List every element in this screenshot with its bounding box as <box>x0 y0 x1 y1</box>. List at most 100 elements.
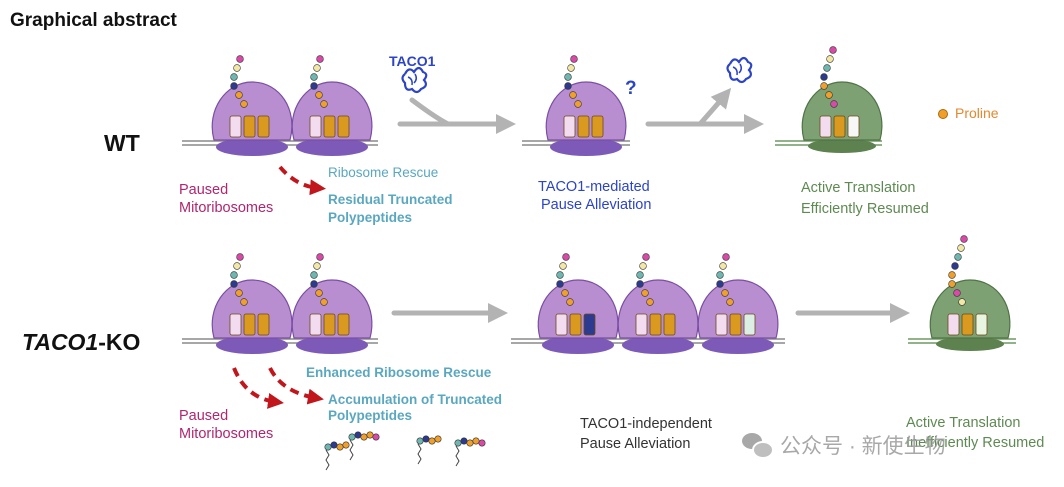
small-subunit <box>550 138 622 156</box>
amino-acid-bead <box>556 271 564 279</box>
taco1-ko-row-label: TACO1-KO <box>22 329 140 355</box>
page-title: Graphical abstract <box>10 10 177 31</box>
wechat-icon <box>742 433 774 459</box>
peptide-tail <box>455 445 460 467</box>
released-taco1-protein <box>726 56 753 84</box>
amino-acid-bead <box>315 91 323 99</box>
amino-acid-bead <box>233 262 241 270</box>
peptide-bead <box>342 441 350 449</box>
amino-acid-bead <box>320 100 328 108</box>
ko-active-label-1: Active Translation <box>906 415 1021 431</box>
taco1-mediated-label-1: TACO1-mediated <box>538 179 650 195</box>
amino-acid-bead <box>566 298 574 306</box>
amino-acid-bead <box>556 280 564 288</box>
trna-slot <box>257 313 270 336</box>
ko-paused-label-2: Mitoribosomes <box>179 426 274 442</box>
trna-slot <box>743 313 756 336</box>
amino-acid-bead <box>636 271 644 279</box>
amino-acid-bead <box>639 262 647 270</box>
peptide-bead <box>416 437 424 445</box>
amino-acid-bead <box>562 253 570 261</box>
amino-acid-bead <box>646 298 654 306</box>
small-subunit <box>936 337 1004 351</box>
small-subunit <box>542 336 614 354</box>
wt-active-label-1: Active Translation <box>801 180 916 196</box>
ribosome <box>291 253 373 354</box>
taco1-label: TACO1 <box>389 53 436 69</box>
amino-acid-bead <box>574 100 582 108</box>
trna-slot <box>975 313 988 336</box>
trna-slot <box>323 313 336 336</box>
peptide-bead <box>360 433 368 441</box>
peptide-tail <box>325 449 330 471</box>
peptide-bead <box>472 437 480 445</box>
question-mark: ? <box>625 78 637 99</box>
trna-slot <box>309 313 322 336</box>
ko-accumulation-label-1: Accumulation of Truncated <box>328 392 503 407</box>
ribosome <box>211 55 293 156</box>
amino-acid-bead <box>716 271 724 279</box>
amino-acid-bead <box>960 235 968 243</box>
protein-detail <box>407 73 418 86</box>
amino-acid-bead <box>641 289 649 297</box>
trna-slot <box>569 313 582 336</box>
trna-slot <box>323 115 336 138</box>
peptide-bead <box>336 443 344 451</box>
ribosome <box>291 55 373 156</box>
peptide-bead <box>478 439 486 447</box>
amino-acid-bead <box>240 298 248 306</box>
amino-acid-bead <box>957 244 965 252</box>
amino-acid-bead <box>564 82 572 90</box>
trna-slot <box>635 313 648 336</box>
trna-slot <box>591 115 604 138</box>
proline-legend-dot <box>938 109 948 119</box>
wt-rescue-arrow <box>278 165 326 196</box>
amino-acid-bead <box>236 55 244 63</box>
trna-slot <box>947 313 960 336</box>
amino-acid-bead <box>559 262 567 270</box>
trna-slot <box>555 313 568 336</box>
peptide-bead <box>422 435 430 443</box>
trna-slot <box>257 115 270 138</box>
wt-row-label: WT <box>104 130 140 156</box>
amino-acid-bead <box>948 271 956 279</box>
ribosomes <box>211 46 1011 354</box>
amino-acid-bead <box>235 289 243 297</box>
amino-acid-bead <box>719 262 727 270</box>
ribosome <box>929 235 1011 351</box>
amino-acid-bead <box>315 289 323 297</box>
amino-acid-bead <box>954 253 962 261</box>
trna-slot <box>729 313 742 336</box>
amino-acid-bead <box>316 253 324 261</box>
trna-slot <box>229 115 242 138</box>
peptide-1 <box>324 441 350 471</box>
wt-paused-label-1: Paused <box>179 182 229 198</box>
amino-acid-bead <box>310 271 318 279</box>
amino-acid-bead <box>316 55 324 63</box>
ribosome <box>801 46 883 153</box>
amino-acid-bead <box>561 289 569 297</box>
ko-enhanced-rescue-label: Enhanced Ribosome Rescue <box>306 365 492 380</box>
small-subunit <box>808 139 876 153</box>
trna-slot <box>663 313 676 336</box>
ko-rescue-arrow-2 <box>268 367 324 405</box>
peptide-bead <box>460 437 468 445</box>
amino-acid-bead <box>726 298 734 306</box>
trna-slot <box>563 115 576 138</box>
amino-acid-bead <box>230 82 238 90</box>
amino-acid-bead <box>825 91 833 99</box>
trna-slot <box>847 115 860 138</box>
peptide-bead <box>348 433 356 441</box>
small-subunit <box>296 336 368 354</box>
trna-slot <box>337 313 350 336</box>
taco1-independent-label-2: Pause Alleviation <box>580 436 691 452</box>
watermark-text: 公众号 · 新使生物 <box>780 435 946 458</box>
ko-paused-label-1: Paused <box>179 408 229 424</box>
taco1-independent-label-1: TACO1-independent <box>580 416 712 432</box>
trna-slot <box>961 313 974 336</box>
amino-acid-bead <box>310 73 318 81</box>
taco1-proteins <box>401 56 753 94</box>
amino-acid-bead <box>829 46 837 54</box>
amino-acid-bead <box>313 262 321 270</box>
